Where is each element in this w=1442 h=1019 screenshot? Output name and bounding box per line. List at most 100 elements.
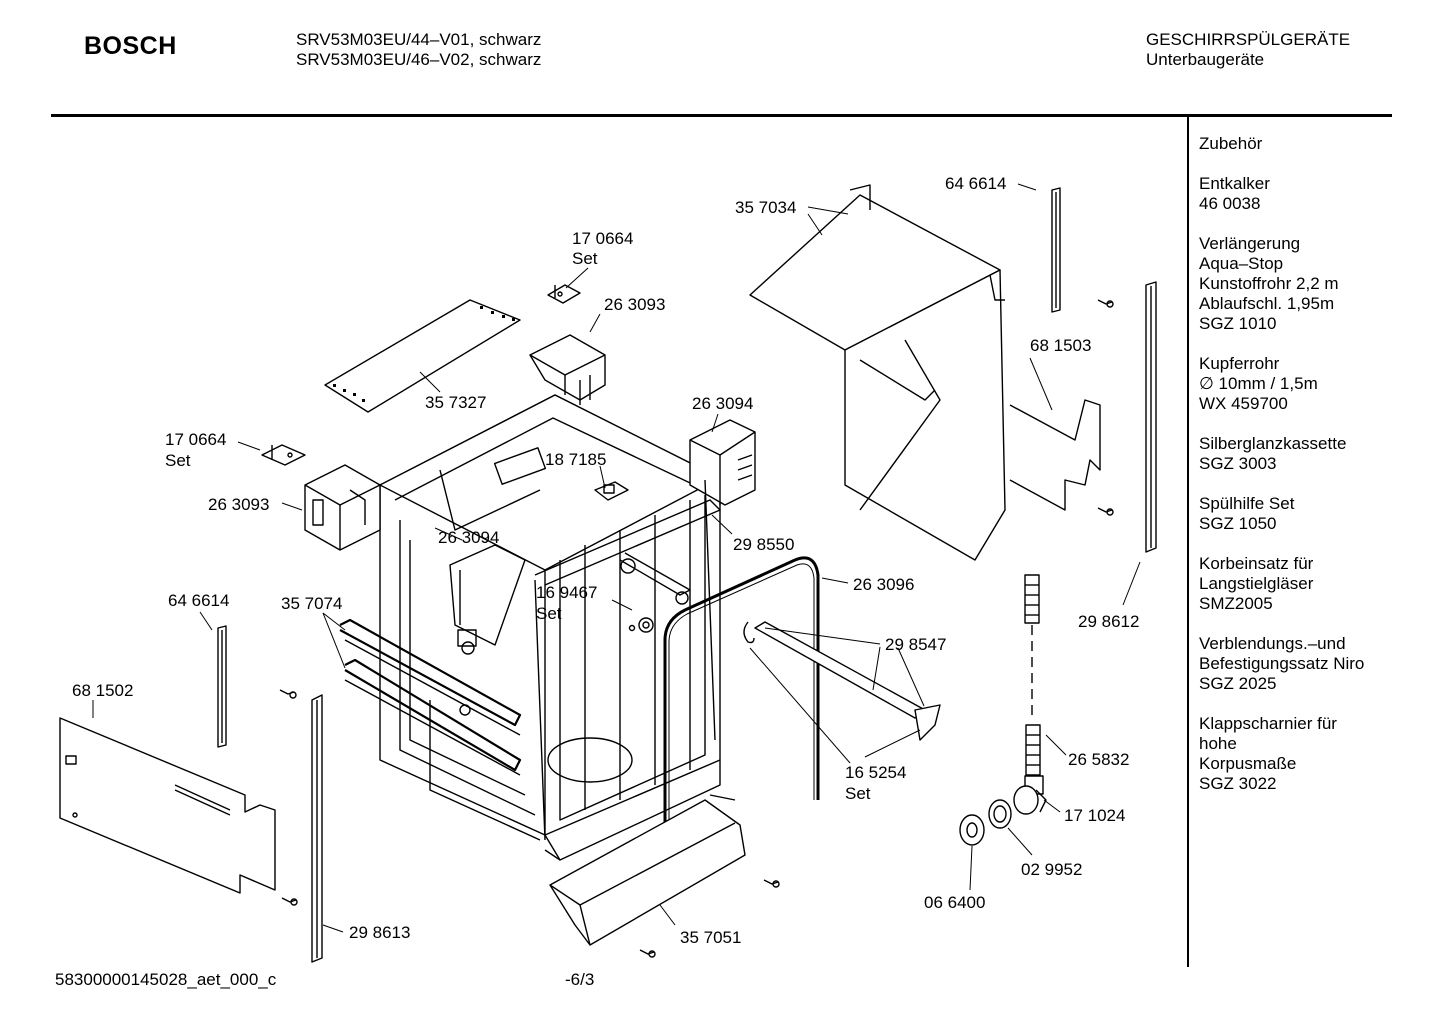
part-set-17-0664-top: Set xyxy=(572,249,598,268)
accessory-line: SGZ 3003 xyxy=(1199,454,1277,473)
document-id: 58300000145028_aet_000_c xyxy=(55,970,277,989)
screw xyxy=(281,897,298,906)
part-label-16-5254: 16 5254 xyxy=(845,763,906,782)
strip-right xyxy=(1051,187,1061,313)
accessory-line: 46 0038 xyxy=(1199,194,1261,213)
accessory-line: SGZ 2025 xyxy=(1199,674,1277,693)
screw xyxy=(279,689,297,699)
part-label-29-8613: 29 8613 xyxy=(349,923,410,942)
accessory-line: Spülhilfe Set xyxy=(1199,494,1295,513)
part-label-18-7185: 18 7185 xyxy=(545,450,606,469)
accessory-line: Befestigungssatz Niro xyxy=(1199,654,1365,673)
accessory-line: Korpusmaße xyxy=(1199,754,1297,773)
part-label-17-0664-left: 17 0664 xyxy=(165,430,226,449)
accessory-line: Kupferrohr xyxy=(1199,354,1280,373)
rack-rail-lower xyxy=(344,658,522,776)
part-label-26-3096: 26 3096 xyxy=(853,575,914,594)
hinge-bracket-left xyxy=(261,444,306,466)
accessory-line: SMZ2005 xyxy=(1199,594,1273,613)
strip-left xyxy=(217,625,227,748)
door-lever xyxy=(743,621,941,741)
screw xyxy=(763,879,780,888)
part-label-26-5832: 26 5832 xyxy=(1068,750,1129,769)
accessory-line: Ablaufschl. 1,95m xyxy=(1199,294,1335,313)
clip-18-7185 xyxy=(594,481,629,501)
part-label-26-3093-top: 26 3093 xyxy=(604,295,665,314)
part-label-64-6614-left: 64 6614 xyxy=(168,591,229,610)
header-divider xyxy=(51,114,1392,117)
part-label-26-3093-left: 26 3093 xyxy=(208,495,269,514)
model-line-2: SRV53M03EU/46–V02, schwarz xyxy=(296,50,542,69)
connector-17-1024 xyxy=(1013,775,1047,815)
part-set-17-0664-left: Set xyxy=(165,451,191,470)
accessory-line: Klappscharnier für xyxy=(1199,714,1337,733)
strip-29-8613 xyxy=(311,694,323,963)
accessories-title: Zubehör xyxy=(1199,134,1263,153)
rack-rail-upper xyxy=(339,618,522,736)
part-label-35-7051: 35 7051 xyxy=(680,928,741,947)
screw xyxy=(639,949,656,958)
part-label-64-6614-right: 64 6614 xyxy=(945,174,1006,193)
part-label-17-1024: 17 1024 xyxy=(1064,806,1125,825)
part-label-29-8550: 29 8550 xyxy=(733,535,794,554)
brand-logo: BOSCH xyxy=(84,32,177,60)
accessory-line: Silberglanzkassette xyxy=(1199,434,1347,453)
side-panel-left xyxy=(59,717,276,894)
page-number: -6/3 xyxy=(565,970,595,989)
accessory-line: WX 459700 xyxy=(1199,394,1288,413)
accessory-line: Kunstoffrohr 2,2 m xyxy=(1199,274,1339,293)
part-label-06-6400: 06 6400 xyxy=(924,893,985,912)
part-set-16-5254: Set xyxy=(845,784,871,803)
aqua-hose xyxy=(1024,574,1041,776)
model-line-1: SRV53M03EU/44–V01, schwarz xyxy=(296,30,542,49)
top-plate xyxy=(324,299,521,413)
accessory-line: Verblendungs.–und xyxy=(1199,634,1346,653)
hinge-housing-top xyxy=(529,334,606,405)
top-cover-assembly xyxy=(749,184,1101,561)
accessory-line: SGZ 3022 xyxy=(1199,774,1277,793)
door-seal-rail xyxy=(534,479,721,841)
part-label-17-0664-top: 17 0664 xyxy=(572,229,633,248)
dishwasher-tub xyxy=(379,394,721,861)
category-subtitle: Unterbaugeräte xyxy=(1146,50,1265,69)
part-label-29-8612: 29 8612 xyxy=(1078,612,1139,631)
exploded-parts-diagram: 17 0664 Set 26 3093 35 7327 17 0664 Set … xyxy=(59,174,1157,963)
leader-lines xyxy=(92,183,1141,933)
accessory-line: Verlängerung xyxy=(1199,234,1301,253)
part-label-35-7327: 35 7327 xyxy=(425,393,486,412)
part-set-16-9467: Set xyxy=(536,604,562,623)
base-plinth xyxy=(549,794,746,946)
part-label-35-7074: 35 7074 xyxy=(281,594,342,613)
part-label-26-3094-right: 26 3094 xyxy=(692,394,753,413)
hinge-housing-left xyxy=(304,464,381,551)
screw xyxy=(1097,507,1114,516)
accessory-line: hohe xyxy=(1199,734,1237,753)
part-label-29-8547: 29 8547 xyxy=(885,635,946,654)
accessory-line: SGZ 1050 xyxy=(1199,514,1277,533)
accessory-line: ∅ 10mm / 1,5m xyxy=(1199,374,1318,393)
part-label-26-3094-inner: 26 3094 xyxy=(438,528,499,547)
sidebar-divider xyxy=(1187,116,1189,967)
hinge-bracket-top xyxy=(547,284,581,304)
accessory-line: Aqua–Stop xyxy=(1199,254,1284,273)
part-label-68-1502: 68 1502 xyxy=(72,681,133,700)
side-bracket-inner xyxy=(449,544,526,647)
accessory-line: Langstielgläser xyxy=(1199,574,1314,593)
part-label-35-7034: 35 7034 xyxy=(735,198,796,217)
washer-02-9952 xyxy=(988,799,1012,829)
category-title: GESCHIRRSPÜLGERÄTE xyxy=(1146,30,1351,49)
part-label-16-9467: 16 9467 xyxy=(536,583,597,602)
door-gasket xyxy=(663,556,820,880)
nut-06-6400 xyxy=(959,814,985,846)
strip-29-8612 xyxy=(1145,281,1157,553)
